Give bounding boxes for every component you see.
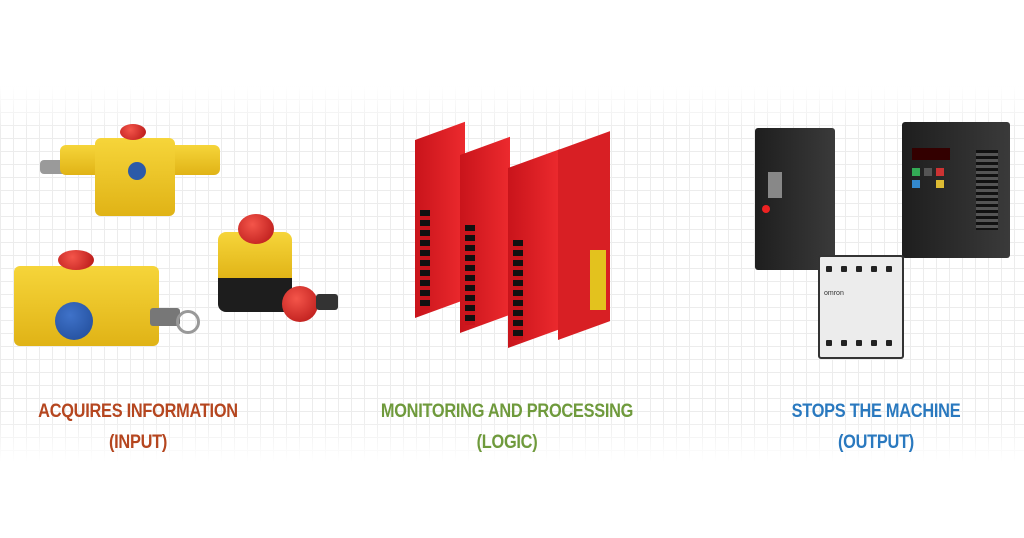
output-title: STOPS THE MACHINE: [791, 401, 961, 422]
output-subtitle: (OUTPUT): [837, 432, 915, 453]
contactor-brand-logo: omron: [824, 290, 844, 297]
input-caption: ACQUIRES INFORMATION (INPUT): [0, 396, 284, 458]
logic-caption: MONITORING AND PROCESSING (LOGIC): [361, 396, 653, 458]
input-title: ACQUIRES INFORMATION: [38, 401, 238, 422]
logic-subtitle: (LOGIC): [476, 432, 538, 453]
output-caption: STOPS THE MACHINE (OUTPUT): [730, 396, 1022, 458]
logic-title: MONITORING AND PROCESSING: [380, 401, 634, 422]
input-subtitle: (INPUT): [108, 432, 168, 453]
